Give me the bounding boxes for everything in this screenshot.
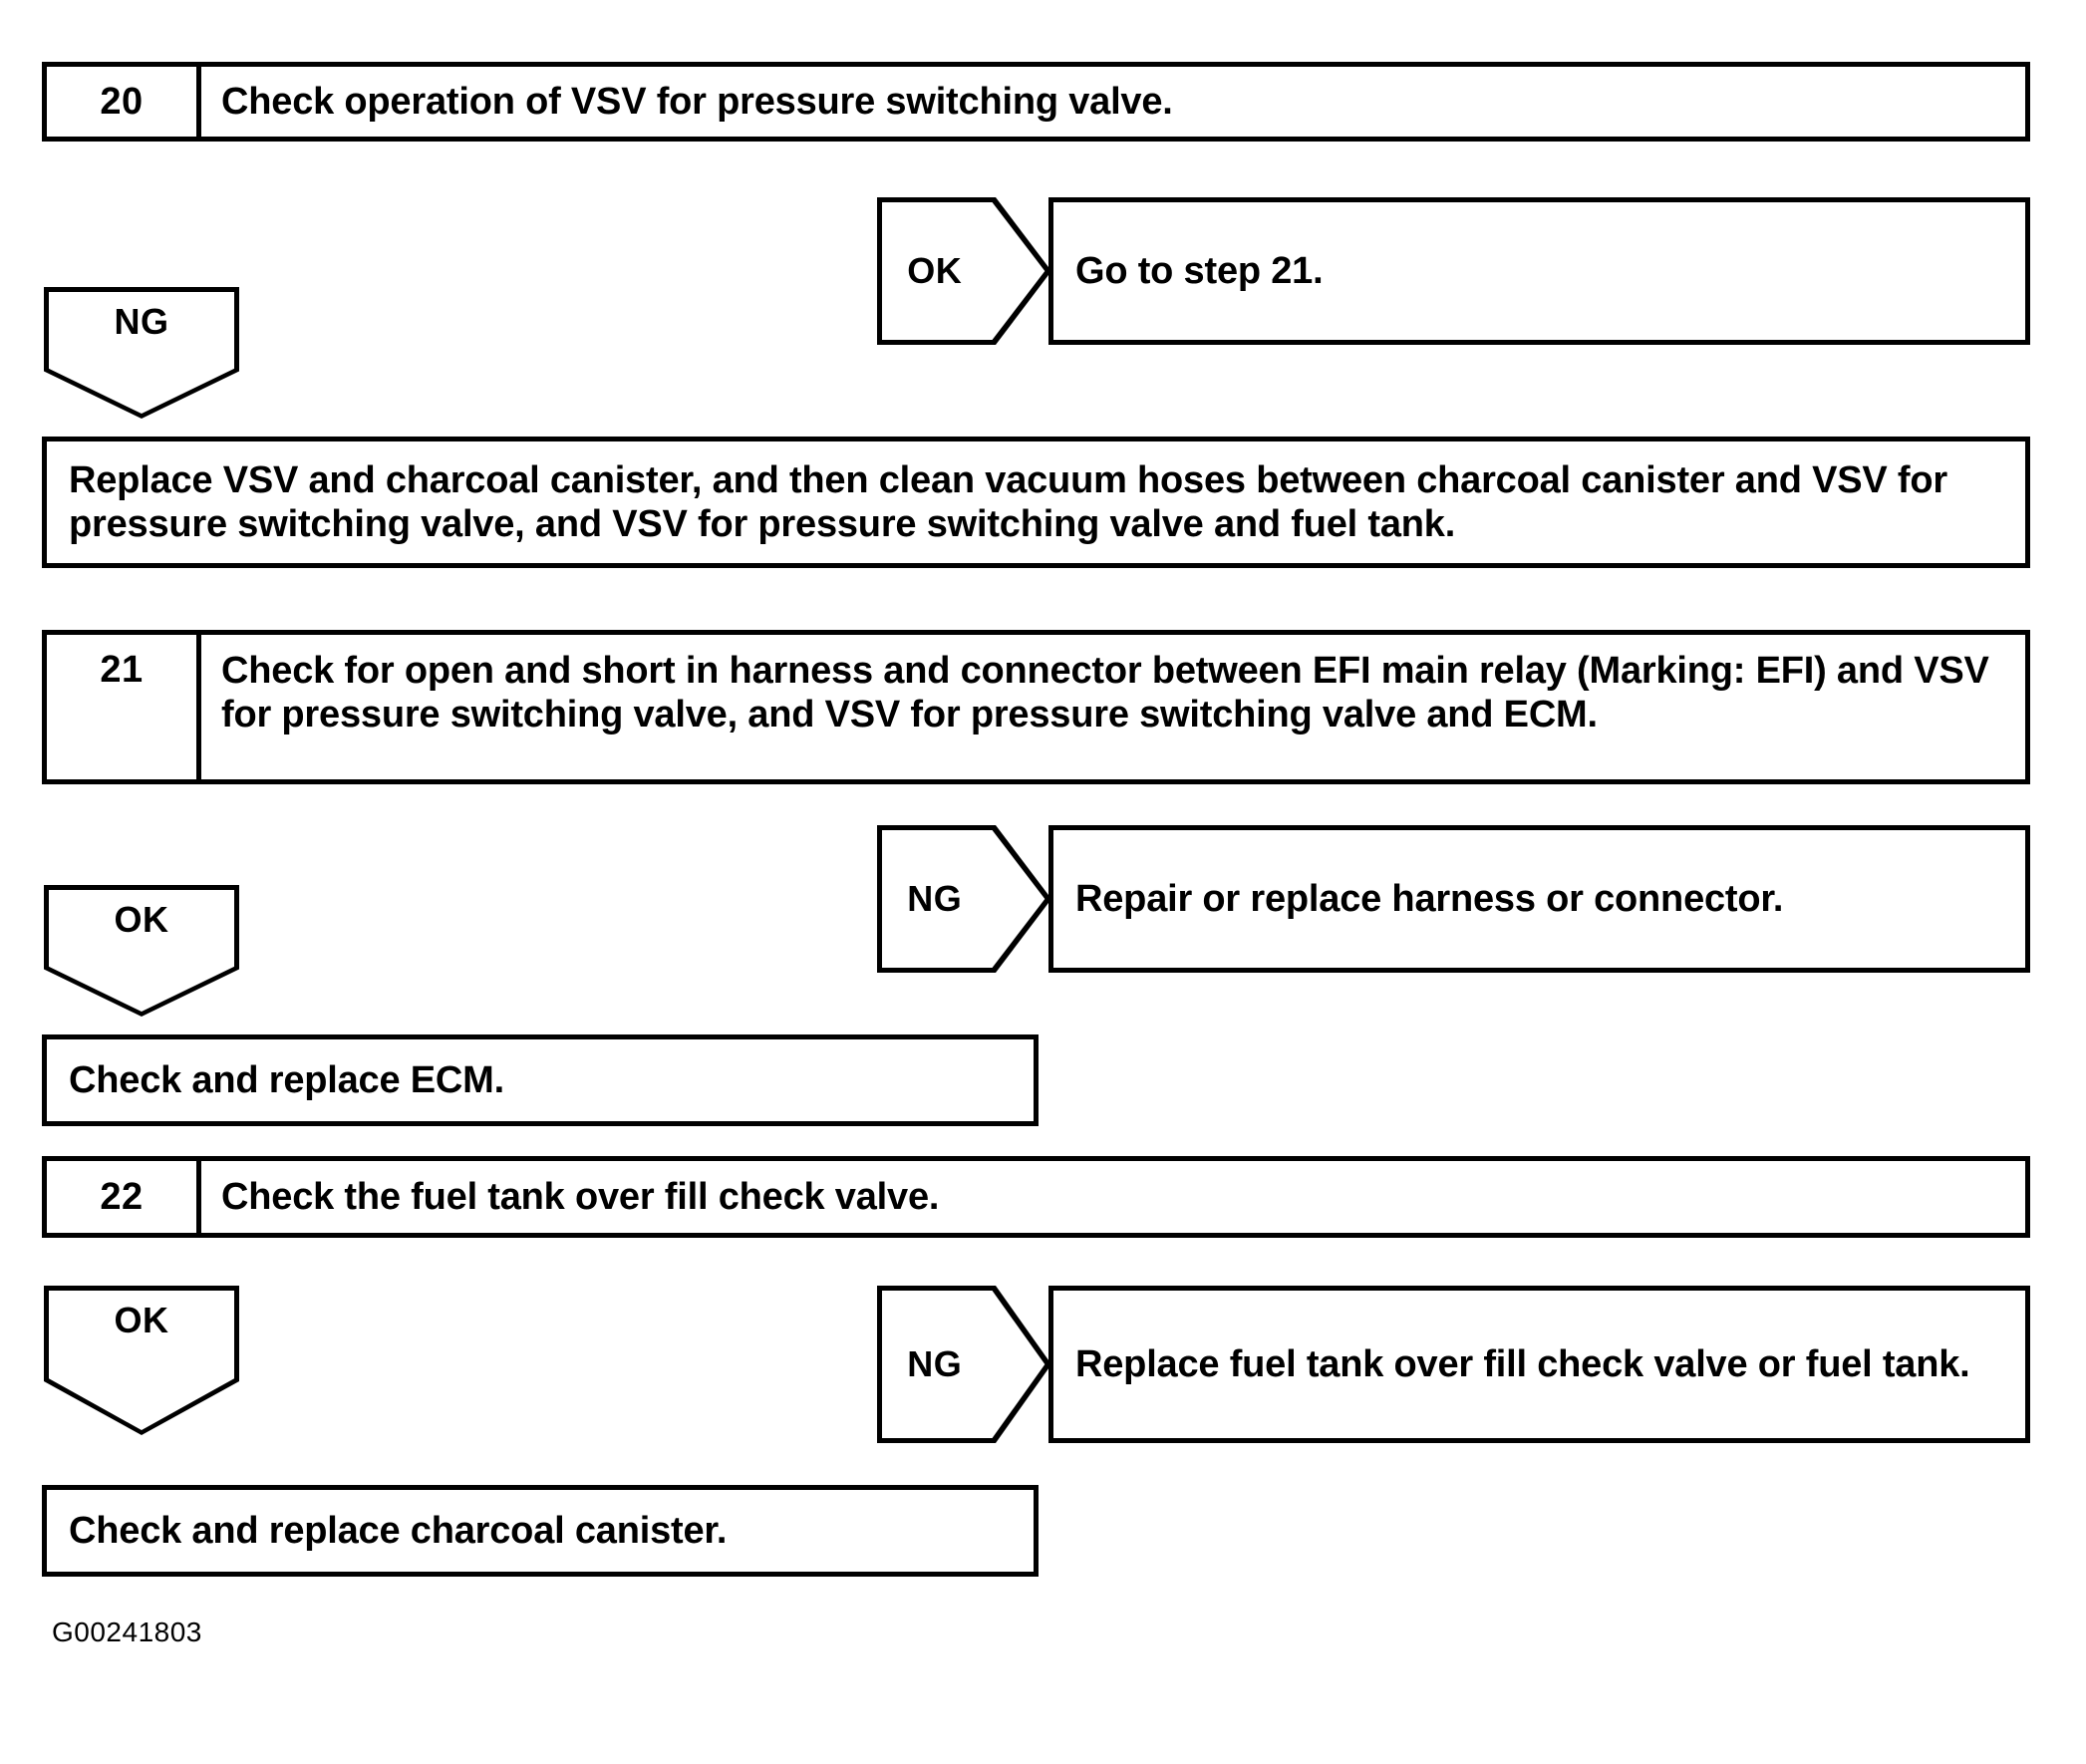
result-box-step21-ok: Check and replace ECM. [42, 1034, 1039, 1126]
result-box-step20-ok: Go to step 21. [1048, 197, 2030, 345]
step-instruction-20: Check operation of VSV for pressure swit… [221, 80, 1173, 123]
judgement-ng-step21: NG [877, 825, 1051, 973]
judgement-ng-step20: NG [44, 287, 239, 419]
result-box-step21-ng: Repair or replace harness or connector. [1048, 825, 2030, 973]
step-box-20: 20 Check operation of VSV for pressure s… [42, 62, 2030, 142]
step-instruction-22: Check the fuel tank over fill check valv… [221, 1175, 940, 1218]
judgement-ng-step20-label: NG [114, 301, 169, 342]
step-box-22: 22 Check the fuel tank over fill check v… [42, 1156, 2030, 1238]
judgement-ok-step22: OK [44, 1286, 239, 1435]
judgement-ng-step21-label: NG [907, 878, 963, 919]
judgement-ok-step21-label: OK [114, 899, 169, 940]
judgement-ng-step22: NG [877, 1286, 1051, 1443]
result-text-step22-ok: Check and replace charcoal canister. [69, 1509, 728, 1552]
result-box-step22-ok: Check and replace charcoal canister. [42, 1485, 1039, 1577]
judgement-ok-step22-label: OK [114, 1300, 169, 1340]
judgement-ok-step20-label: OK [907, 250, 963, 291]
result-text-step20-ok: Go to step 21. [1075, 249, 1324, 292]
step-number-22: 22 [47, 1161, 201, 1233]
result-box-step20-ng: Replace VSV and charcoal canister, and t… [42, 437, 2030, 568]
judgement-ok-step21: OK [44, 885, 239, 1017]
result-text-step22-ng: Replace fuel tank over fill check valve … [1075, 1342, 1970, 1385]
result-text-step21-ok: Check and replace ECM. [69, 1058, 504, 1101]
result-text-step20-ng: Replace VSV and charcoal canister, and t… [69, 458, 1947, 545]
step-box-21: 21 Check for open and short in harness a… [42, 630, 2030, 784]
figure-reference-code: G00241803 [52, 1617, 202, 1647]
step-number-20: 20 [47, 67, 201, 137]
step-instruction-21: Check for open and short in harness and … [221, 650, 1989, 736]
step-number-21: 21 [47, 635, 201, 779]
result-box-step22-ng: Replace fuel tank over fill check valve … [1048, 1286, 2030, 1443]
judgement-ok-step20: OK [877, 197, 1051, 345]
result-text-step21-ng: Repair or replace harness or connector. [1075, 877, 1784, 920]
judgement-ng-step22-label: NG [907, 1343, 963, 1384]
